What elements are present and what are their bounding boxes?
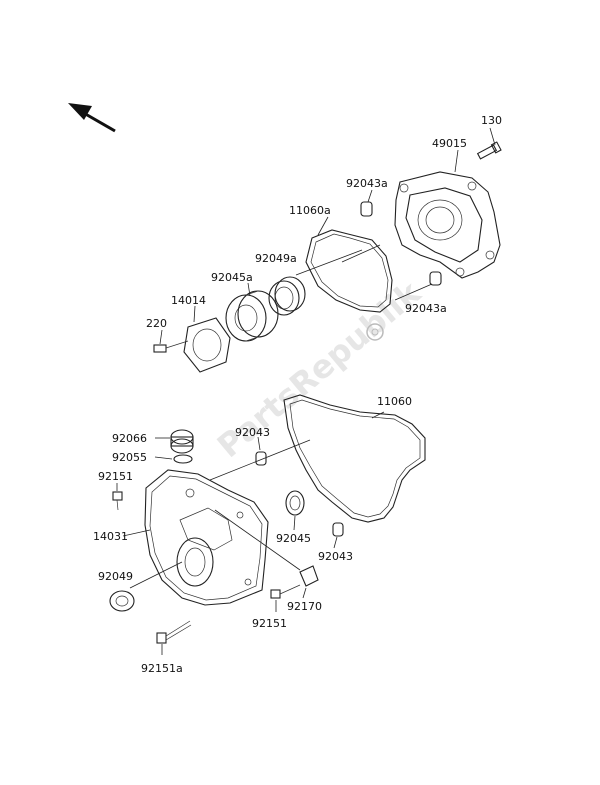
dowel-92043a-top: [360, 201, 373, 217]
bolt-92151a: [156, 620, 192, 644]
dowel-92043-upper: [255, 451, 267, 466]
bolt-92151-bottom: [270, 584, 301, 599]
oil-seal-92049a: [268, 276, 306, 316]
gasket-11060a: [305, 229, 393, 313]
cover-14031: [144, 469, 269, 606]
label-92045: 92045: [276, 532, 311, 545]
label-92151a: 92151a: [141, 662, 183, 675]
dowel-92043a-bottom: [429, 271, 442, 286]
bolt-92151-left: [112, 491, 123, 511]
label-92043-lower: 92043: [318, 550, 353, 563]
label-92043a-top: 92043a: [346, 177, 388, 190]
label-92151-left: 92151: [98, 470, 133, 483]
clamp-92170: [299, 565, 319, 587]
label-130: 130: [481, 114, 502, 127]
label-92055: 92055: [112, 451, 147, 464]
label-92043-upper: 92043: [235, 426, 270, 439]
label-92043a-bottom: 92043a: [405, 302, 447, 315]
label-92045a: 92045a: [211, 271, 253, 284]
label-92066: 92066: [112, 432, 147, 445]
label-49015: 49015: [432, 137, 467, 150]
label-14014: 14014: [171, 294, 206, 307]
label-220: 220: [146, 317, 167, 330]
label-11060: 11060: [377, 395, 412, 408]
label-92049a: 92049a: [255, 252, 297, 265]
screw-220: [153, 340, 189, 353]
housing-49015: [394, 171, 501, 279]
label-11060a: 11060a: [289, 204, 331, 217]
bearing-92045: [285, 490, 305, 516]
gasket-11060: [283, 394, 426, 523]
o-ring-92055: [173, 454, 193, 464]
dowel-92043-lower: [332, 522, 344, 537]
cover-plate-14014: [183, 317, 231, 373]
bearing-92045a: [225, 290, 279, 342]
bolt-130: [476, 141, 502, 160]
oil-seal-92049: [109, 590, 135, 612]
filler-cap-92066: [170, 429, 194, 454]
label-14031: 14031: [93, 530, 128, 543]
label-92151-bottom: 92151: [252, 617, 287, 630]
front-direction-arrow-icon: [68, 103, 116, 133]
gear-watermark-icon: [366, 323, 384, 341]
label-92170: 92170: [287, 600, 322, 613]
label-92049: 92049: [98, 570, 133, 583]
